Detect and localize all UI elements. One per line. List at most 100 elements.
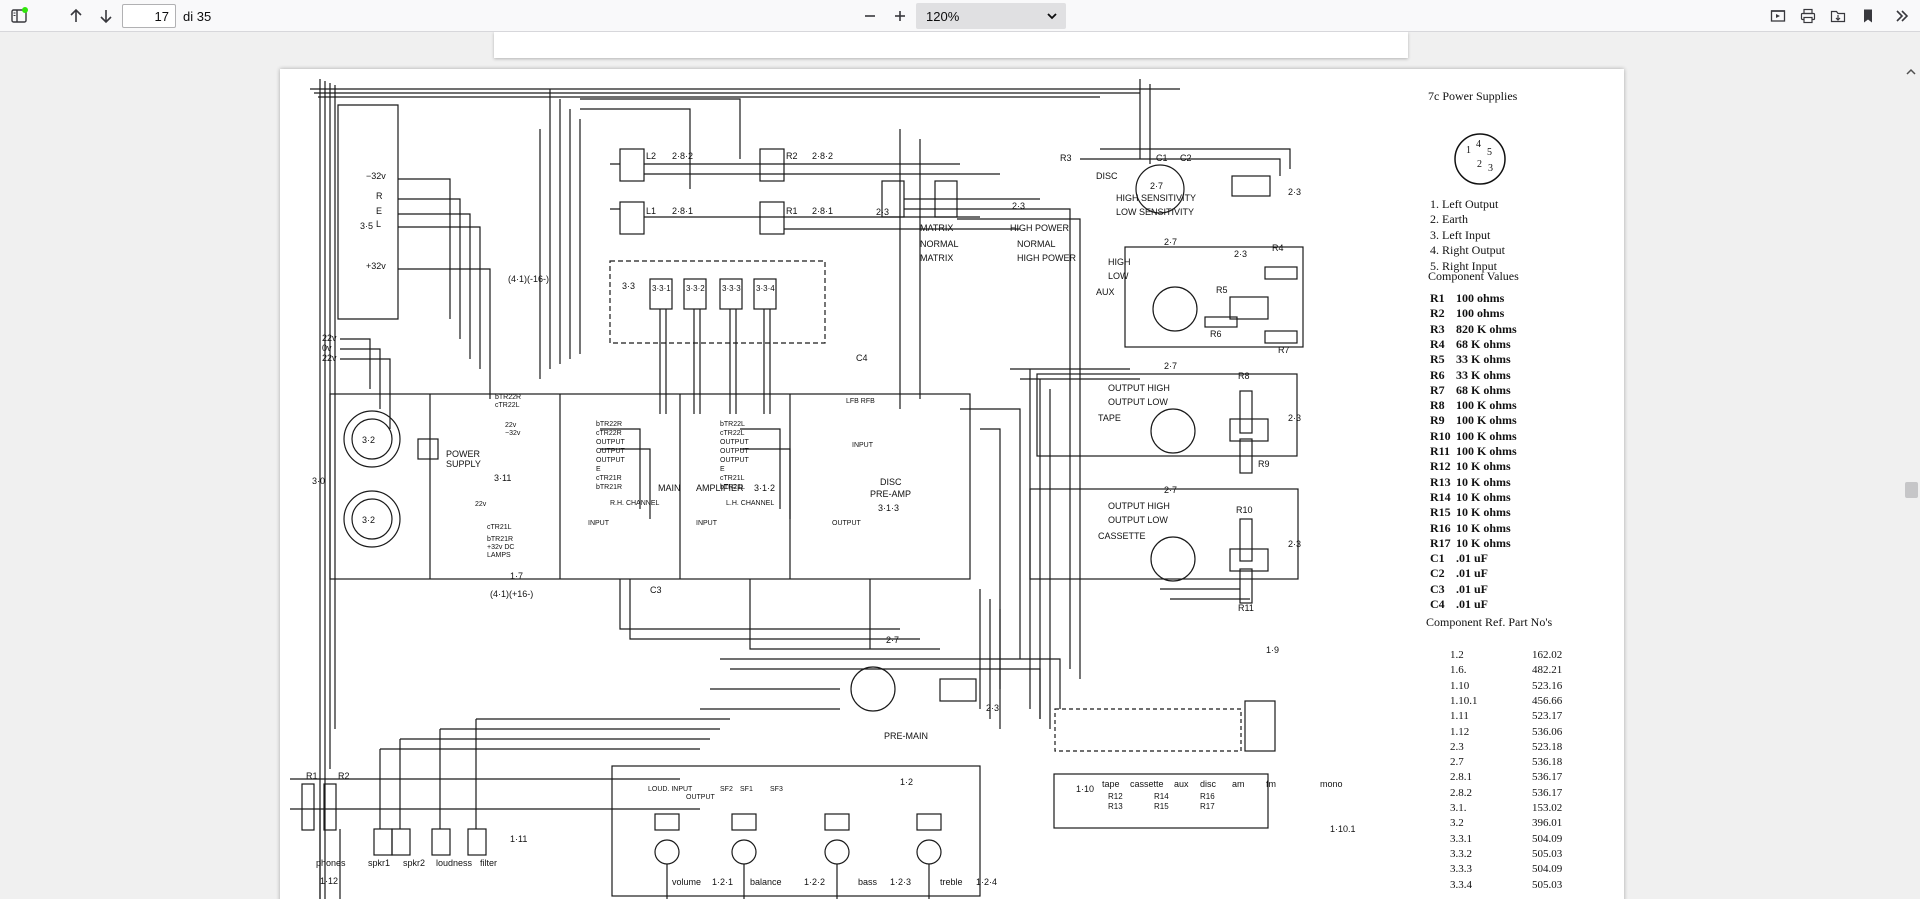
scrollbar-thumb[interactable] bbox=[1905, 482, 1918, 498]
label-3-1-3: 3·1·3 bbox=[878, 503, 899, 513]
label-input-disc: disc bbox=[1200, 779, 1217, 789]
label-rh-0: bTR22R bbox=[596, 421, 622, 428]
label-rh-4: OUTPUT bbox=[596, 457, 626, 464]
download-button[interactable] bbox=[1826, 4, 1850, 28]
label-aux: AUX bbox=[1096, 287, 1115, 297]
zoom-out-button[interactable] bbox=[858, 4, 882, 28]
vertical-scrollbar[interactable] bbox=[1903, 64, 1920, 899]
component-value: 10 K ohms bbox=[1456, 474, 1511, 489]
label-1-10: 1·10 bbox=[1076, 784, 1094, 794]
pin-label: Right Input bbox=[1442, 258, 1498, 273]
part-number: 536.17 bbox=[1532, 786, 1563, 799]
socket-pin-1: 1 bbox=[1466, 145, 1471, 156]
socket-pin-3: 3 bbox=[1488, 163, 1493, 174]
next-page-button[interactable] bbox=[94, 4, 118, 28]
label-rail-0: 22v bbox=[322, 333, 337, 343]
pin-label: Left Output bbox=[1442, 197, 1499, 211]
component-value: 68 K ohms bbox=[1456, 382, 1511, 397]
component-ref: C3 bbox=[1430, 581, 1445, 596]
label-1-2-2: 1·2·2 bbox=[804, 877, 825, 887]
zoom-in-button[interactable] bbox=[888, 4, 912, 28]
diagram-labels: 3·5 −32v R E L +32v 22v 0v 22v (4·1)(-16… bbox=[306, 151, 1356, 887]
label-supply-pin-0: −32v bbox=[366, 171, 386, 181]
page-number-input[interactable] bbox=[122, 4, 176, 28]
label-lh-5: E bbox=[720, 466, 725, 473]
label-transistor-1: 3·3·2 bbox=[686, 284, 705, 293]
label-disc-amp: DISC bbox=[880, 477, 902, 487]
document-viewer[interactable]: 3·5 −32v R E L +32v 22v 0v 22v (4·1)(-16… bbox=[0, 32, 1920, 899]
label-1-9: 1·9 bbox=[1266, 645, 1279, 655]
label-cassette: CASSETTE bbox=[1098, 531, 1146, 541]
label-supply-pin-2: E bbox=[376, 206, 382, 216]
label-tape: TAPE bbox=[1098, 413, 1121, 423]
component-value: 100 K ohms bbox=[1456, 398, 1517, 413]
label-input-tape: tape bbox=[1102, 779, 1120, 789]
label-r10: R10 bbox=[1236, 505, 1253, 515]
label-treble: treble bbox=[940, 877, 963, 887]
part-ref: 1.10 bbox=[1450, 679, 1470, 692]
pin-label: Earth bbox=[1442, 212, 1468, 227]
previous-page-button[interactable] bbox=[64, 4, 88, 28]
label-supply-pin-3: L bbox=[376, 219, 381, 229]
label-l1: L1 bbox=[646, 206, 656, 216]
label-1-12: 1·12 bbox=[320, 876, 338, 886]
bookmark-button[interactable] bbox=[1856, 4, 1880, 28]
label-r5: R5 bbox=[1216, 285, 1228, 295]
pin-number: 4. bbox=[1430, 243, 1439, 258]
printer-icon bbox=[1800, 8, 1816, 24]
bookmark-icon bbox=[1864, 9, 1872, 23]
label-spkr2: spkr2 bbox=[403, 858, 425, 868]
label-r4: R4 bbox=[1272, 243, 1284, 253]
label-lh-channel: L.H. CHANNEL bbox=[726, 500, 774, 507]
component-ref: R8 bbox=[1430, 398, 1445, 413]
parts-title: Component Ref. Part No's bbox=[1426, 615, 1553, 629]
print-button[interactable] bbox=[1796, 4, 1820, 28]
zoom-select[interactable]: 120% bbox=[916, 3, 1066, 29]
component-ref: C1 bbox=[1430, 551, 1445, 566]
sidebar-toggle-button[interactable] bbox=[6, 4, 32, 28]
label-r17: R17 bbox=[1200, 802, 1215, 811]
label-l2: L2 bbox=[646, 151, 656, 161]
component-value: 10 K ohms bbox=[1456, 505, 1511, 520]
socket-pin-5: 5 bbox=[1487, 147, 1492, 158]
label-disc: DISC bbox=[1096, 171, 1118, 181]
chevron-down-icon bbox=[1047, 13, 1057, 20]
tools-menu-button[interactable] bbox=[1890, 4, 1914, 28]
part-ref: 3.3.2 bbox=[1450, 847, 1472, 860]
label-3-3: 3·3 bbox=[622, 281, 635, 291]
component-value: 100 ohms bbox=[1456, 306, 1505, 321]
presentation-icon bbox=[1770, 10, 1786, 22]
component-ref: R3 bbox=[1430, 321, 1445, 336]
component-value: 10 K ohms bbox=[1456, 535, 1511, 550]
label-transistor-3: 3·3·4 bbox=[756, 284, 775, 293]
label-1-2-3: 1·2·3 bbox=[890, 877, 911, 887]
label-rh-channel: R.H. CHANNEL bbox=[610, 500, 660, 507]
label-input-am: am bbox=[1232, 779, 1245, 789]
wiring-lines bbox=[290, 79, 1304, 899]
label-hp-high: HIGH POWER bbox=[1017, 253, 1077, 263]
label-matrix: MATRIX bbox=[920, 253, 953, 263]
label-input-aux: aux bbox=[1174, 779, 1189, 789]
label-lh-7: bTR21L bbox=[720, 484, 745, 491]
label-r1-left: R1 bbox=[306, 771, 318, 781]
label-transistor-0: 3·3·1 bbox=[652, 284, 671, 293]
component-ref: R16 bbox=[1430, 520, 1451, 535]
label-r3: R3 bbox=[1060, 153, 1072, 163]
label-2-3-e: 2·3 bbox=[986, 703, 999, 713]
part-ref: 3.3.4 bbox=[1450, 878, 1472, 891]
presentation-mode-button[interactable] bbox=[1766, 4, 1790, 28]
label-r11: R11 bbox=[1238, 603, 1254, 613]
component-ref: R6 bbox=[1430, 367, 1445, 382]
label-1-2-1: 1·2·1 bbox=[712, 877, 733, 887]
component-ref: R7 bbox=[1430, 382, 1445, 397]
legend-title: 7c Power Supplies bbox=[1428, 89, 1518, 103]
part-ref: 3.1. bbox=[1450, 802, 1467, 814]
label-1-7: 1·7 bbox=[510, 571, 523, 581]
component-value: .01 uF bbox=[1456, 597, 1489, 611]
label-rh-5: E bbox=[596, 466, 601, 473]
part-number: 536.06 bbox=[1532, 725, 1563, 738]
